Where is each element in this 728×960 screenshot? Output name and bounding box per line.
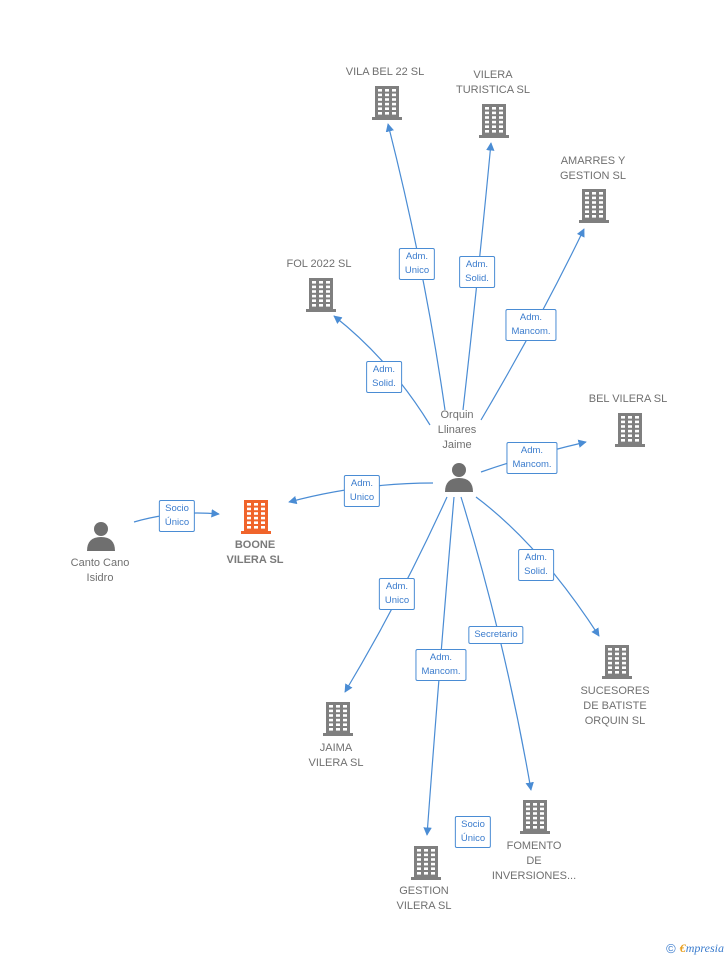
- node-label-vila-bel[interactable]: VILA BEL 22 SL: [345, 66, 425, 78]
- building-icon-vila-bel[interactable]: [372, 86, 402, 120]
- building-icon-sucesores[interactable]: [602, 645, 632, 679]
- node-label-boone[interactable]: BOONE VILERA SL: [226, 539, 284, 566]
- edge-label-jaima[interactable]: Adm. Unico: [378, 578, 416, 610]
- node-label-canto[interactable]: Canto Cano Isidro: [70, 557, 130, 584]
- node-label-fol[interactable]: FOL 2022 SL: [286, 258, 352, 270]
- node-label-orquin[interactable]: Orquin Llinares Jaime: [437, 409, 477, 451]
- building-icon-jaima[interactable]: [323, 702, 353, 736]
- edge-label-vilera-turistica[interactable]: Adm. Solid.: [459, 256, 495, 288]
- building-icon-boone[interactable]: [241, 500, 271, 534]
- building-icon-gestion[interactable]: [411, 846, 441, 880]
- building-icon-amarres[interactable]: [579, 189, 609, 223]
- building-icon-bel-vilera[interactable]: [615, 413, 645, 447]
- node-label-fomento[interactable]: FOMENTO DE INVERSIONES...: [491, 840, 577, 882]
- edge-label-vila-bel[interactable]: Adm. Unico: [398, 248, 436, 280]
- node-label-vilera-turistica[interactable]: VILERA TURISTICA SL: [456, 69, 530, 96]
- edge-label-boone[interactable]: Adm. Unico: [343, 475, 381, 507]
- person-icon-orquin[interactable]: [445, 463, 473, 492]
- brand-logo: €mpresia: [679, 941, 724, 955]
- footer-brand: © €mpresia: [666, 941, 724, 956]
- edge-label-canto[interactable]: Socio Único: [158, 500, 196, 532]
- building-icon-vilera-turistica[interactable]: [479, 104, 509, 138]
- building-icon-fomento[interactable]: [520, 800, 550, 834]
- edge-label-amarres[interactable]: Adm. Mancom.: [505, 309, 557, 341]
- edge-label-fol[interactable]: Adm. Solid.: [366, 361, 402, 393]
- person-icon-canto[interactable]: [87, 522, 115, 551]
- edge-label-fomento[interactable]: Secretario: [468, 626, 524, 644]
- edge-label-gestion-fomento[interactable]: Socio Único: [454, 816, 492, 848]
- edge-label-gestion[interactable]: Adm. Mancom.: [415, 649, 467, 681]
- edge-label-sucesores[interactable]: Adm. Solid.: [518, 549, 554, 581]
- copyright-icon: ©: [666, 941, 676, 956]
- node-label-sucesores[interactable]: SUCESORES DE BATISTE ORQUIN SL: [580, 685, 650, 727]
- node-label-gestion[interactable]: GESTION VILERA SL: [396, 885, 452, 912]
- edge-label-bel-vilera[interactable]: Adm. Mancom.: [506, 442, 558, 474]
- node-label-jaima[interactable]: JAIMA VILERA SL: [308, 742, 364, 769]
- building-icon-fol[interactable]: [306, 278, 336, 312]
- node-label-bel-vilera[interactable]: BEL VILERA SL: [588, 393, 668, 405]
- node-label-amarres[interactable]: AMARRES Y GESTION SL: [559, 155, 627, 182]
